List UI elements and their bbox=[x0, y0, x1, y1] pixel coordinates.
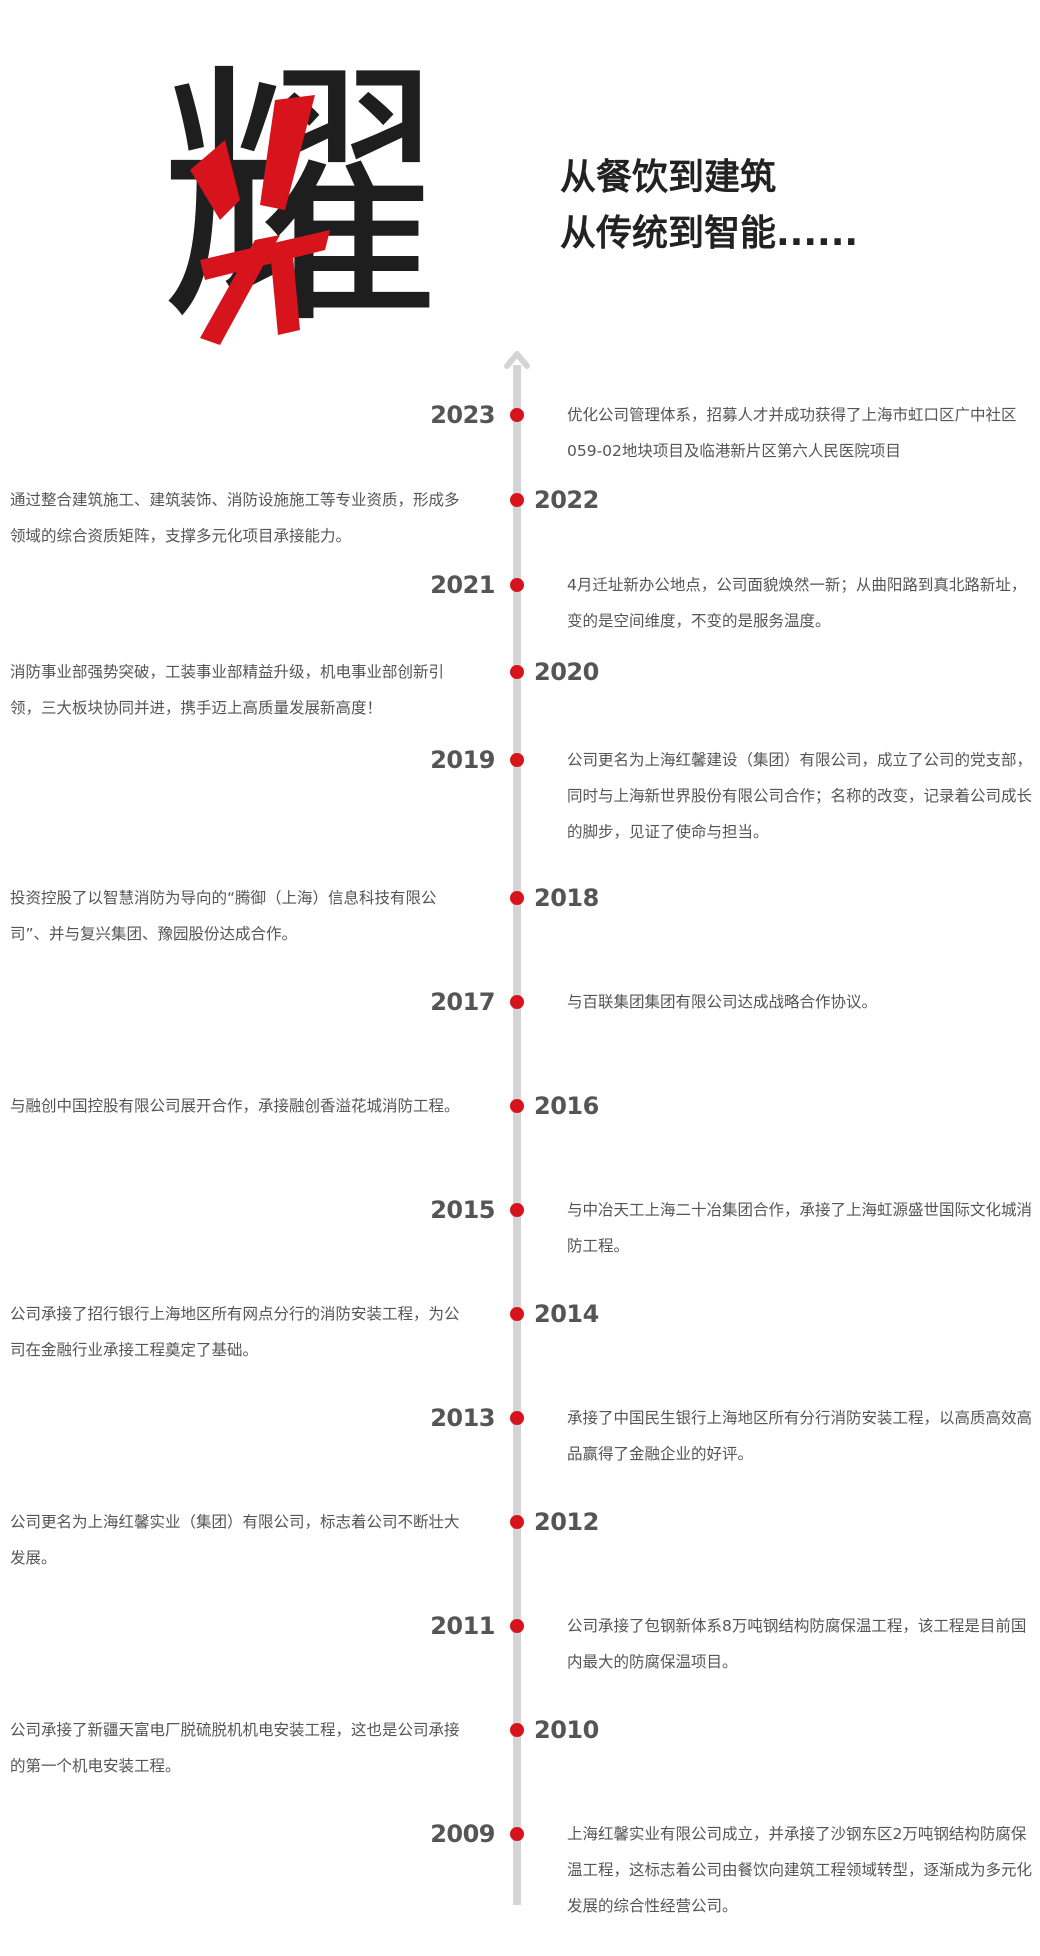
timeline-description: 与中冶天工上海二十冶集团合作，承接了上海虹源盛世国际文化城消防工程。 bbox=[567, 1201, 1033, 1255]
timeline-description: 公司更名为上海红馨建设（集团）有限公司，成立了公司的党支部，同时与上海新世界股份… bbox=[567, 751, 1033, 841]
timeline-description: 通过整合建筑施工、建筑装饰、消防设施施工等专业资质，形成多领域的综合资质矩阵，支… bbox=[10, 491, 460, 545]
slogan: 从餐饮到建筑 从传统到智能...... bbox=[560, 150, 858, 262]
timeline-dot bbox=[510, 1203, 524, 1217]
timeline-description: 与融创中国控股有限公司展开合作，承接融创香溢花城消防工程。 bbox=[10, 1097, 460, 1115]
timeline-description: 上海红馨实业有限公司成立，并承接了沙钢东区2万吨钢结构防腐保温工程，这标志着公司… bbox=[567, 1825, 1033, 1915]
timeline-description: 公司承接了招行银行上海地区所有网点分行的消防安装工程，为公司在金融行业承接工程奠… bbox=[10, 1305, 460, 1359]
timeline-description: 承接了中国民生银行上海地区所有分行消防安装工程，以高质高效高品赢得了金融企业的好… bbox=[567, 1409, 1033, 1463]
timeline-year: 2015 bbox=[430, 1196, 495, 1224]
timeline-dot bbox=[510, 995, 524, 1009]
timeline-description: 与百联集团集团有限公司达成战略合作协议。 bbox=[567, 993, 878, 1011]
timeline-dot bbox=[510, 1411, 524, 1425]
slogan-line-1: 从餐饮到建筑 bbox=[560, 157, 777, 198]
timeline-year: 2023 bbox=[430, 401, 495, 429]
timeline-dot bbox=[510, 1723, 524, 1737]
timeline-dot bbox=[510, 408, 524, 422]
slogan-line-2: 从传统到智能...... bbox=[560, 213, 859, 254]
hero-red-radical bbox=[190, 95, 330, 345]
timeline-dot bbox=[510, 1827, 524, 1841]
timeline-description: 优化公司管理体系，招募人才并成功获得了上海市虹口区广中社区059-02地块项目及… bbox=[567, 406, 1017, 460]
timeline-description: 公司承接了包钢新体系8万吨钢结构防腐保温工程，该工程是目前国内最大的防腐保温项目… bbox=[567, 1617, 1027, 1671]
timeline-year: 2019 bbox=[430, 746, 495, 774]
timeline-description: 公司承接了新疆天富电厂脱硫脱机机电安装工程，这也是公司承接的第一个机电安装工程。 bbox=[10, 1721, 460, 1775]
timeline-dot bbox=[510, 493, 524, 507]
timeline-dot bbox=[510, 1619, 524, 1633]
timeline-year: 2017 bbox=[430, 988, 495, 1016]
timeline-line bbox=[513, 365, 521, 1905]
timeline-year: 2010 bbox=[534, 1716, 599, 1744]
timeline-year: 2020 bbox=[534, 658, 599, 686]
timeline-year: 2016 bbox=[534, 1092, 599, 1120]
timeline-dot bbox=[510, 578, 524, 592]
timeline-description: 公司更名为上海红馨实业（集团）有限公司，标志着公司不断壮大发展。 bbox=[10, 1513, 460, 1567]
hero-logo: 耀 bbox=[160, 40, 460, 360]
arrow-up-icon bbox=[504, 351, 530, 369]
timeline-year: 2011 bbox=[430, 1612, 495, 1640]
timeline-description: 投资控股了以智慧消防为导向的“腾御（上海）信息科技有限公司”、并与复兴集团、豫园… bbox=[10, 889, 437, 943]
timeline-year: 2014 bbox=[534, 1300, 599, 1328]
timeline-year: 2012 bbox=[534, 1508, 599, 1536]
timeline-dot bbox=[510, 753, 524, 767]
timeline-year: 2018 bbox=[534, 884, 599, 912]
timeline-dot bbox=[510, 1099, 524, 1113]
timeline-dot bbox=[510, 665, 524, 679]
timeline-year: 2013 bbox=[430, 1404, 495, 1432]
timeline-dot bbox=[510, 1307, 524, 1321]
timeline-year: 2022 bbox=[534, 486, 599, 514]
timeline-description: 4月迁址新办公地点，公司面貌焕然一新；从曲阳路到真北路新址，变的是空间维度，不变… bbox=[567, 576, 1027, 630]
timeline-dot bbox=[510, 1515, 524, 1529]
timeline-dot bbox=[510, 891, 524, 905]
timeline-year: 2021 bbox=[430, 571, 495, 599]
hero-character: 耀 bbox=[160, 37, 440, 363]
timeline-description: 消防事业部强势突破，工装事业部精益升级，机电事业部创新引领，三大板块协同并进，携… bbox=[10, 663, 445, 717]
timeline-year: 2009 bbox=[430, 1820, 495, 1848]
